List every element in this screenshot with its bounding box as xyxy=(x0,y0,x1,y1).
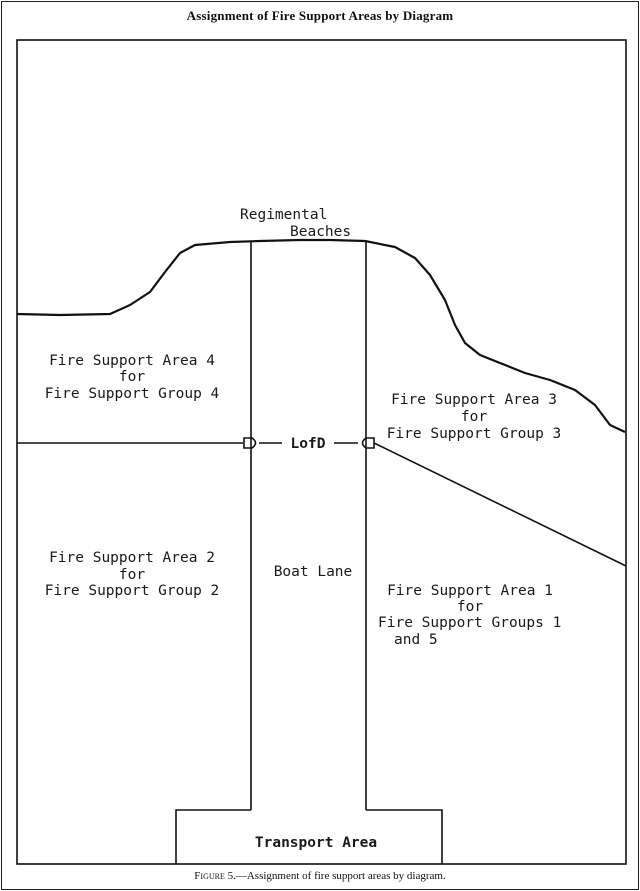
area2-label-line1: Fire Support Area 2 xyxy=(49,550,215,566)
area2-label-line3: Fire Support Group 2 xyxy=(45,583,220,599)
transport-area-left-edge xyxy=(175,809,251,864)
area1-label-line2: for xyxy=(457,599,483,615)
area-boundary-diagonal xyxy=(373,442,627,567)
transport-area-right-edge xyxy=(366,809,443,864)
shoreline xyxy=(16,238,626,433)
area1-label-line1: Fire Support Area 1 xyxy=(387,583,553,599)
area3-label-line2: for xyxy=(461,409,487,425)
beaches-label-line2: Beaches xyxy=(290,224,351,240)
area3-label-line1: Fire Support Area 3 xyxy=(391,392,557,408)
line-of-departure-label: LofD xyxy=(291,436,326,452)
area1-label-line4: and 5 xyxy=(394,632,438,648)
area1-label-line3: Fire Support Groups 1 xyxy=(378,615,561,631)
boat-lane-label: Boat Lane xyxy=(274,564,353,580)
right-control-boat-icon xyxy=(361,437,375,449)
area4-label-line1: Fire Support Area 4 xyxy=(49,353,215,369)
diagram-frame xyxy=(16,39,627,865)
beaches-label-line1: Regimental xyxy=(240,207,327,223)
area4-label-line2: for xyxy=(119,369,145,385)
page-title: Assignment of Fire Support Areas by Diag… xyxy=(186,8,454,23)
figure-caption-text: —Assignment of fire support areas by dia… xyxy=(235,870,446,882)
transport-area-label: Transport Area xyxy=(255,835,377,851)
area4-label-line3: Fire Support Group 4 xyxy=(45,386,220,402)
area3-label-line3: Fire Support Group 3 xyxy=(387,426,562,442)
figure-caption-label: Figure 5. xyxy=(194,870,236,882)
figure-caption: Figure 5.—Assignment of fire support are… xyxy=(0,870,640,882)
area2-label-line2: for xyxy=(119,567,145,583)
left-control-boat-icon xyxy=(243,437,257,449)
